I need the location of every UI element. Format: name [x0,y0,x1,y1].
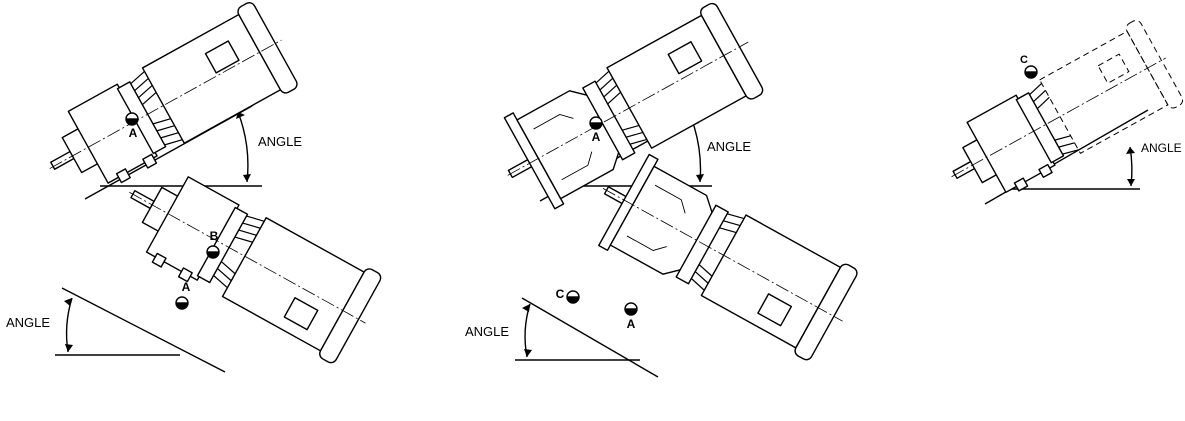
center-line [602,188,843,322]
mounting-foot [1038,163,1053,179]
oil-plug-a: A [175,280,191,310]
angle-label: ANGLE [6,315,50,330]
mounting-foot [142,153,158,169]
mounting-foot [115,168,131,184]
cooling-fins [1029,82,1079,155]
angle-arrow-top [522,304,530,312]
terminal-box [204,40,240,74]
incline-line [521,297,659,378]
angle-label: ANGLE [707,139,751,154]
cooling-fins [595,70,647,145]
adapter-flange [675,204,729,285]
gearbox-housing [609,165,714,275]
angle-arrow-bottom [243,174,251,182]
mounting-foot [177,267,193,283]
oil-plug-a: A [624,302,638,331]
oil-level-label-a: A [592,130,601,144]
housing-detail [626,184,686,251]
angle-label: ANGLE [1141,141,1182,155]
angle-arrow-bottom [524,349,532,357]
mounting-foot [151,252,167,268]
terminal-box [283,297,319,331]
angle-arrow-bottom [696,174,704,182]
motor-end-cap [319,268,382,364]
angle-label: ANGLE [258,134,302,149]
oil-plug-c: C [1020,54,1038,79]
angle-arc [65,297,73,353]
figure-3: ANGLE C [951,20,1184,205]
angle-arrow-bottom [1127,179,1135,186]
angle-arrow-bottom [65,344,73,352]
terminal-box-phantom [1097,53,1130,84]
oil-level-label-a: A [627,317,636,331]
motor-assembly [129,176,382,364]
output-shaft [130,189,155,210]
oil-level-label-a: A [129,126,138,140]
mounting-foot [1013,177,1029,192]
center-line [507,41,749,176]
angle-arc [237,111,249,183]
figure-2: ANGLE A [503,2,764,210]
figure-5: ANGLE C [465,153,858,378]
oil-level-label-c: C [1020,54,1028,66]
output-shaft [50,150,75,170]
oil-plug-a: A [589,116,603,144]
oil-plug-b: B [206,229,220,259]
figure-4: ANGLE B [6,176,382,373]
cooling-fins [690,213,745,291]
oil-plug-a: A [125,112,139,140]
center-line [49,39,282,169]
motor-assembly [503,2,764,210]
center-line [951,57,1167,178]
angle-arrow-top [64,298,72,306]
motor-assembly [951,20,1184,194]
angle-arc [691,119,702,183]
angle-arrow-top [1126,147,1135,154]
adapter-flange [196,206,249,284]
angle-label: ANGLE [465,324,509,339]
motor-assembly [49,2,298,184]
cooling-fins [213,215,265,289]
gearbox-housing [516,90,621,200]
oil-level-label-a: A [182,280,191,294]
motor-assembly [598,153,858,361]
terminal-box [667,41,703,75]
center-line [129,191,366,324]
housing-detail [533,114,593,181]
terminal-box [757,293,793,327]
angle-arc [524,303,531,358]
cooling-fins [130,70,183,146]
oil-level-label-b: B [210,229,219,243]
incline-line [61,287,226,373]
oil-level-label-c: C [556,287,565,301]
figure-1: ANGLE [49,2,302,200]
oil-plug-c: C [556,287,580,304]
adapter-flange [582,80,636,161]
